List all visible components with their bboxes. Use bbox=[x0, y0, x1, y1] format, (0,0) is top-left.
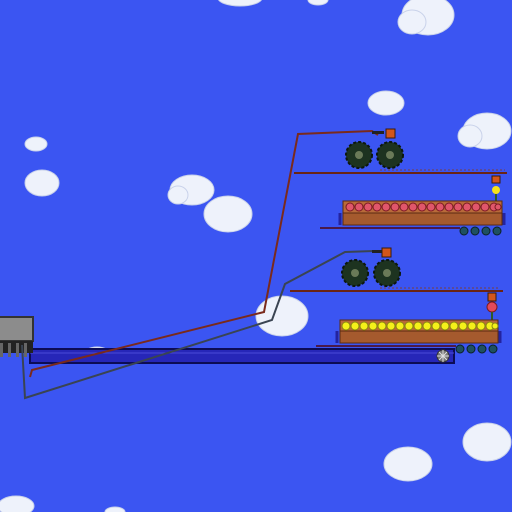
wheels bbox=[455, 344, 498, 354]
conveyor-rail bbox=[29, 348, 455, 364]
wheels bbox=[459, 226, 502, 236]
torch bbox=[492, 186, 500, 194]
cloud bbox=[383, 446, 433, 482]
cloud bbox=[397, 0, 455, 36]
sawblade-gear-icon bbox=[373, 259, 401, 287]
fan-icon bbox=[436, 349, 450, 363]
upper-machine bbox=[294, 128, 507, 236]
sawblade-gear-icon bbox=[376, 141, 404, 169]
cloud bbox=[367, 90, 405, 116]
cloud bbox=[0, 495, 35, 512]
cloud bbox=[24, 136, 48, 152]
dark-wire bbox=[21, 250, 375, 400]
cloud bbox=[218, 0, 262, 7]
cloud bbox=[203, 195, 253, 233]
sawblade-gear-icon bbox=[341, 259, 369, 287]
cloud bbox=[24, 169, 60, 197]
cloud bbox=[104, 506, 126, 512]
cloud bbox=[255, 295, 309, 337]
cloud bbox=[167, 174, 215, 206]
sawblade-gear-icon bbox=[345, 141, 373, 169]
cloud bbox=[462, 422, 512, 462]
stone-block bbox=[0, 316, 34, 357]
cloud bbox=[307, 0, 329, 6]
torch bbox=[486, 301, 498, 313]
cloud bbox=[457, 112, 512, 150]
ammo-row bbox=[341, 321, 499, 331]
ammo-row bbox=[345, 202, 502, 212]
lower-machine bbox=[290, 247, 503, 354]
timer-switch bbox=[381, 247, 392, 258]
timer-switch bbox=[385, 128, 396, 139]
